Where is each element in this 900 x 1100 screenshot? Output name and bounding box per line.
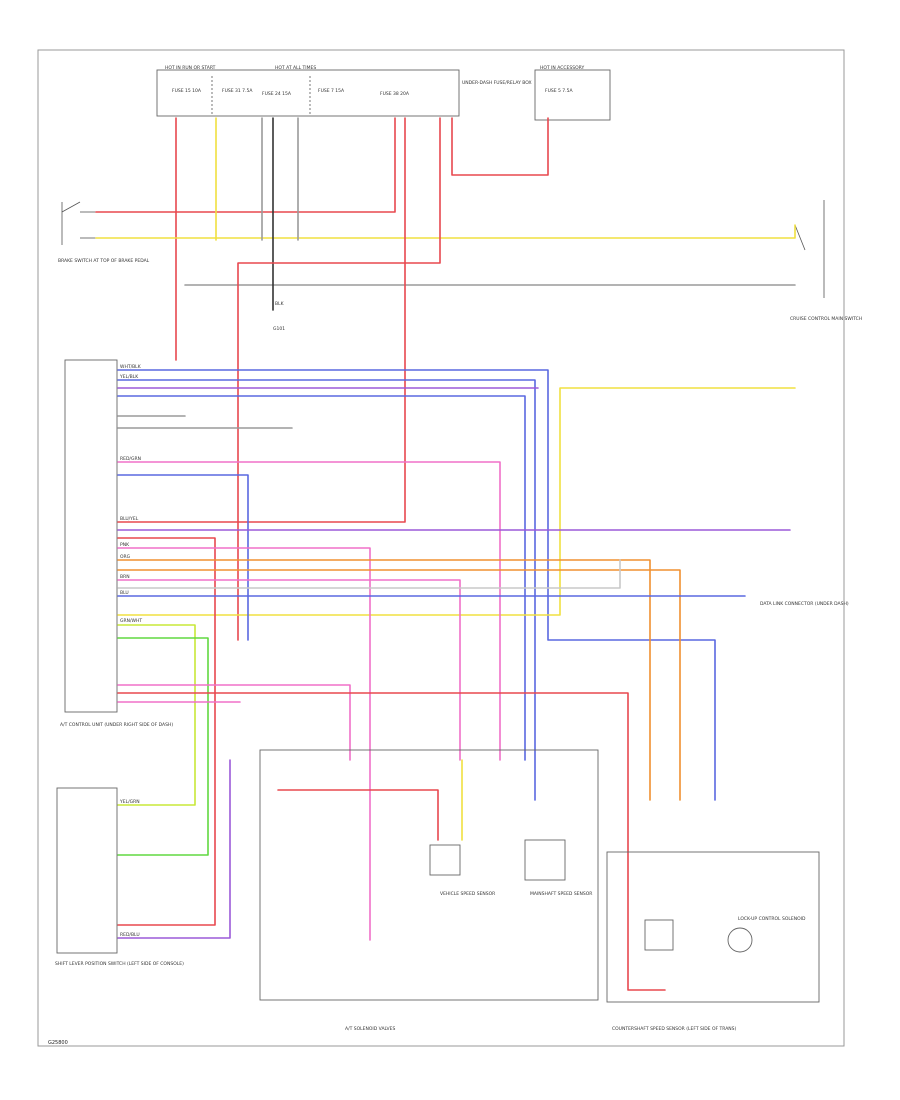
wire-blue-1 xyxy=(117,369,716,801)
wire-violet-3 xyxy=(117,759,231,939)
cruise-switch: CRUISE CONTROL MAIN SWITCH xyxy=(790,200,862,322)
wire-pink-3 xyxy=(117,579,461,761)
wire-label-9: BRN xyxy=(120,574,130,580)
wire-blue-4 xyxy=(117,474,249,641)
wire-label-6: GRN/WHT xyxy=(120,618,142,624)
wire-label-12: RED/BLU xyxy=(120,932,140,938)
wire-pink-4 xyxy=(117,684,351,761)
wire-label-1: WHT/BLK xyxy=(120,364,142,370)
fuse-cell-7: FUSE 5 7.5A xyxy=(545,88,573,94)
wire-label-4: BLU/YEL xyxy=(120,516,139,522)
wire-label-8: PNK xyxy=(120,542,130,548)
speed-sensor-box xyxy=(429,844,461,876)
wire-red-2 xyxy=(117,537,216,926)
wire-blue-2 xyxy=(117,379,536,801)
fuse-cell-5: FUSE 38 20A xyxy=(380,91,410,97)
counter-box xyxy=(644,919,674,951)
fuse-label-right: HOT IN ACCESSORY xyxy=(540,65,584,71)
wire-red-speed xyxy=(277,789,439,841)
wire-yellow-cruise xyxy=(117,387,796,616)
ecm-pin-block xyxy=(64,359,118,713)
mainshaft-label: MAINSHAFT SPEED SENSOR xyxy=(530,891,592,897)
shift-lever-label: SHIFT LEVER POSITION SWITCH (LEFT SIDE O… xyxy=(55,961,184,967)
wire-label-11: BLK xyxy=(275,301,285,307)
fuse-cell-1: FUSE 15 10A xyxy=(172,88,202,94)
diagram-frame xyxy=(37,49,845,1047)
shift-lever-box xyxy=(56,787,118,954)
speed-sensor-label: VEHICLE SPEED SENSOR xyxy=(440,891,495,897)
wire-label-7: ORG xyxy=(120,554,131,560)
mainshaft-box xyxy=(524,839,566,881)
sensor-box xyxy=(606,851,820,1003)
wire-yellow-brake xyxy=(95,224,796,239)
ecm-label: A/T CONTROL UNIT (UNDER RIGHT SIDE OF DA… xyxy=(60,722,173,728)
brake-switch-label: BRAKE SWITCH AT TOP OF BRAKE PEDAL xyxy=(58,258,150,264)
wire-orange-2 xyxy=(117,569,681,801)
wire-green xyxy=(117,637,209,856)
wire-red-3 xyxy=(117,692,666,991)
wire-red-fuse-loop xyxy=(237,117,441,641)
cruise-switch-label: CRUISE CONTROL MAIN SWITCH xyxy=(790,316,862,322)
lockup-label: LOCK-UP CONTROL SOLENOID xyxy=(738,916,806,922)
fuse-label-left: HOT IN RUN OR START xyxy=(165,65,216,71)
wire-white-1 xyxy=(117,559,621,589)
fuse-label-mid: HOT AT ALL TIMES xyxy=(275,65,316,71)
solenoid-label: A/T SOLENOID VALVES xyxy=(345,1026,395,1032)
wire-pink-1 xyxy=(117,461,501,761)
solenoid-box xyxy=(259,749,599,1001)
wire-pink-2 xyxy=(117,547,371,941)
wire-orange-1 xyxy=(117,559,651,801)
wire-light-green xyxy=(117,624,196,806)
lockup-circle xyxy=(727,927,753,953)
wire-label-5: BLU xyxy=(120,590,129,596)
footer-code: G25800 xyxy=(48,1040,68,1046)
fuse-cell-6: UNDER-DASH FUSE/RELAY BOX xyxy=(462,80,532,86)
ground-label: G101 xyxy=(273,326,285,332)
wire-red-main xyxy=(117,117,406,523)
wire-red-fuse-right xyxy=(451,117,549,176)
wires xyxy=(95,117,796,991)
wire-label-10: YEL/GRN xyxy=(119,799,140,805)
diag-label: DATA LINK CONNECTOR (UNDER DASH) xyxy=(760,601,849,607)
wire-red-brake xyxy=(95,117,396,213)
fuse-cell-2: FUSE 31 7.5A xyxy=(222,88,253,94)
brake-switch: BRAKE SWITCH AT TOP OF BRAKE PEDAL xyxy=(58,201,150,264)
fuse-box: HOT IN RUN OR START HOT AT ALL TIMES HOT… xyxy=(156,65,611,121)
fuse-cell-3: FUSE 24 15A xyxy=(262,91,292,97)
fuse-cell-4: FUSE 7 15A xyxy=(318,88,345,94)
counter-label: COUNTERSHAFT SPEED SENSOR (LEFT SIDE OF … xyxy=(612,1026,737,1032)
wire-label-2: YEL/BLK xyxy=(119,374,139,380)
wire-label-3: RED/GRN xyxy=(120,456,141,462)
wire-blue-3 xyxy=(117,395,526,761)
